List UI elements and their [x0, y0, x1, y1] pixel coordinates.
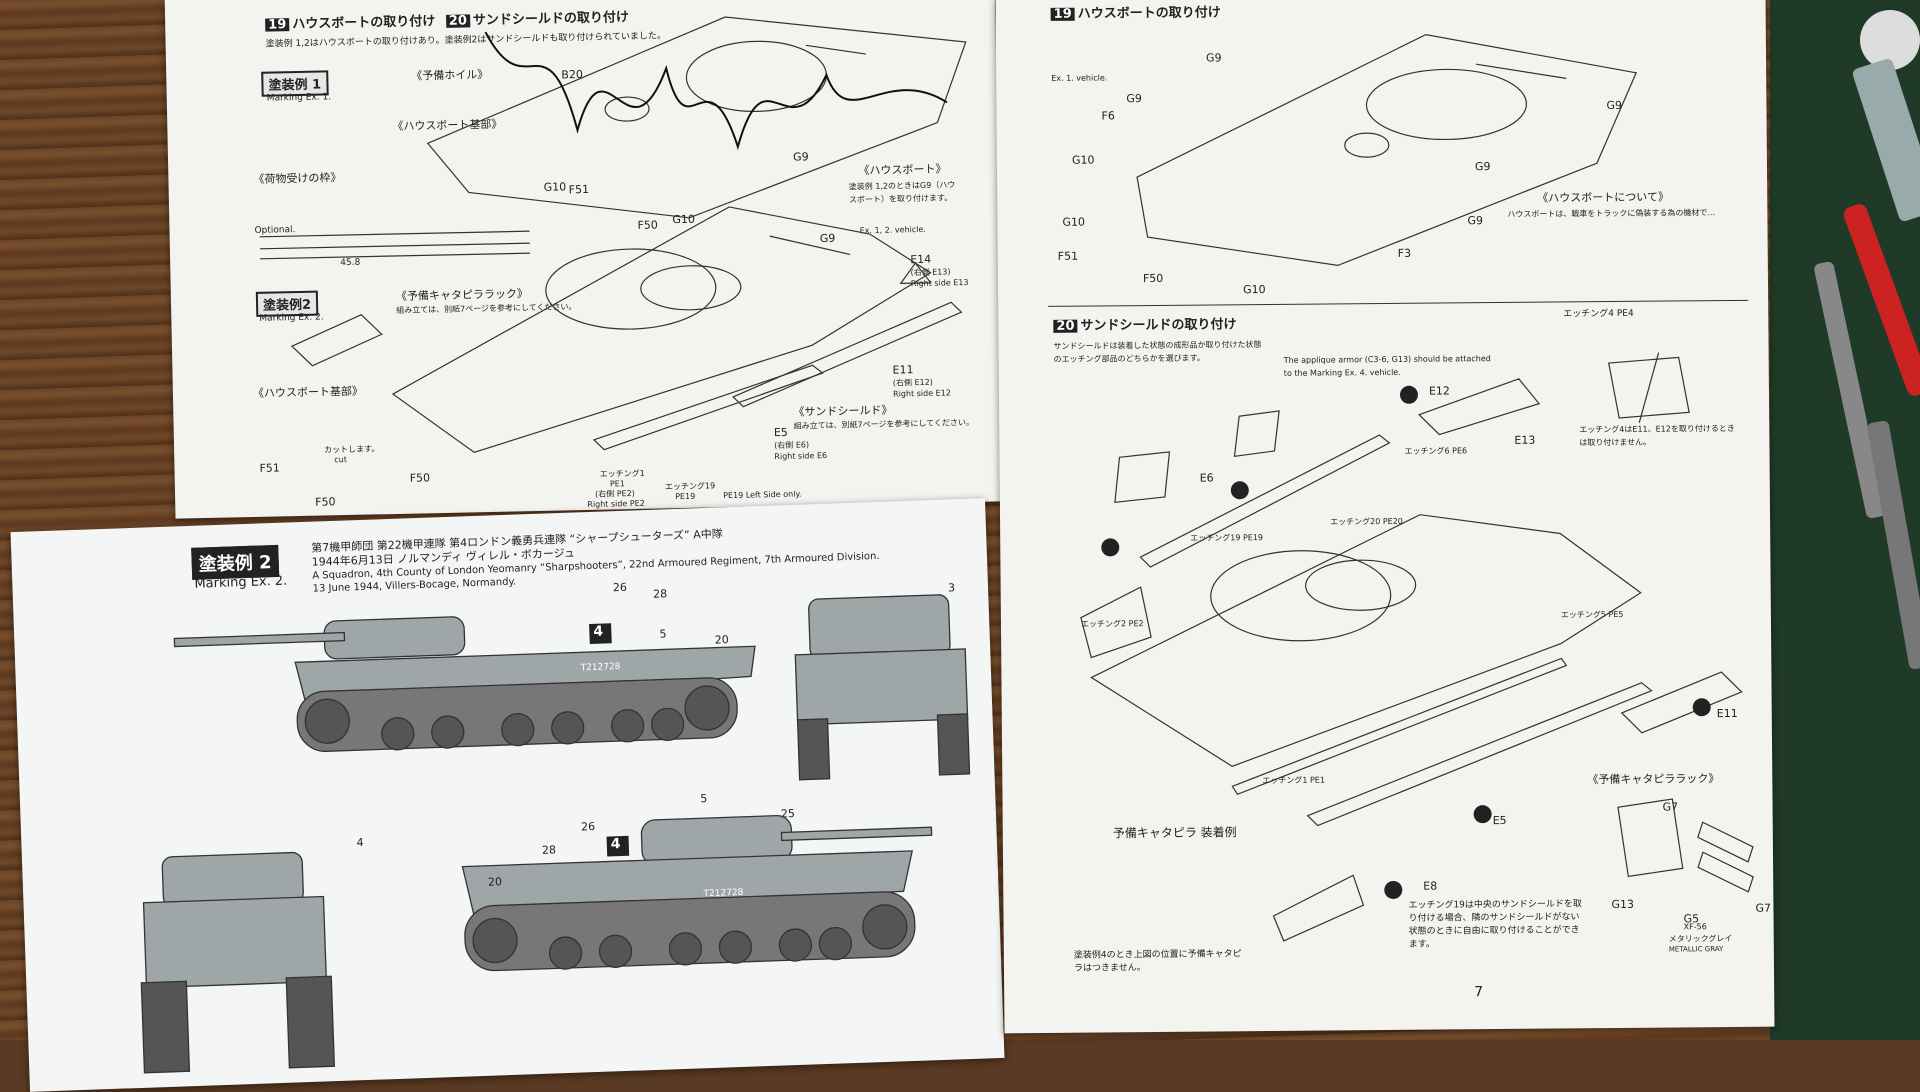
callout-3: 3	[947, 581, 956, 595]
callout-28: 28	[652, 587, 668, 601]
painting-guide-sheet: 塗装例 2 Marking Ex. 2. 第7機甲師団 第22機甲連隊 第4ロン…	[10, 498, 1005, 1092]
tactical-number-1: 4	[593, 623, 604, 640]
callout-28b: 28	[541, 843, 557, 857]
callout-26b: 26	[580, 819, 596, 834]
callout-26: 26	[612, 580, 628, 595]
callout-20: 20	[714, 633, 729, 647]
callout-20b: 20	[487, 875, 503, 889]
callout-5: 5	[659, 627, 667, 641]
hobby-tools	[1780, 0, 1920, 1040]
callout-25: 25	[780, 806, 796, 821]
serial-number-2: T212728	[703, 887, 744, 900]
tactical-number-2: 4	[610, 836, 621, 853]
serial-number-1: T212728	[580, 661, 621, 674]
tank-profiles	[140, 594, 971, 1074]
assembly-drawings	[1080, 33, 1754, 942]
callout-4: 4	[356, 836, 364, 850]
callout-5b: 5	[700, 792, 708, 806]
tank-line-drawings	[259, 16, 967, 454]
